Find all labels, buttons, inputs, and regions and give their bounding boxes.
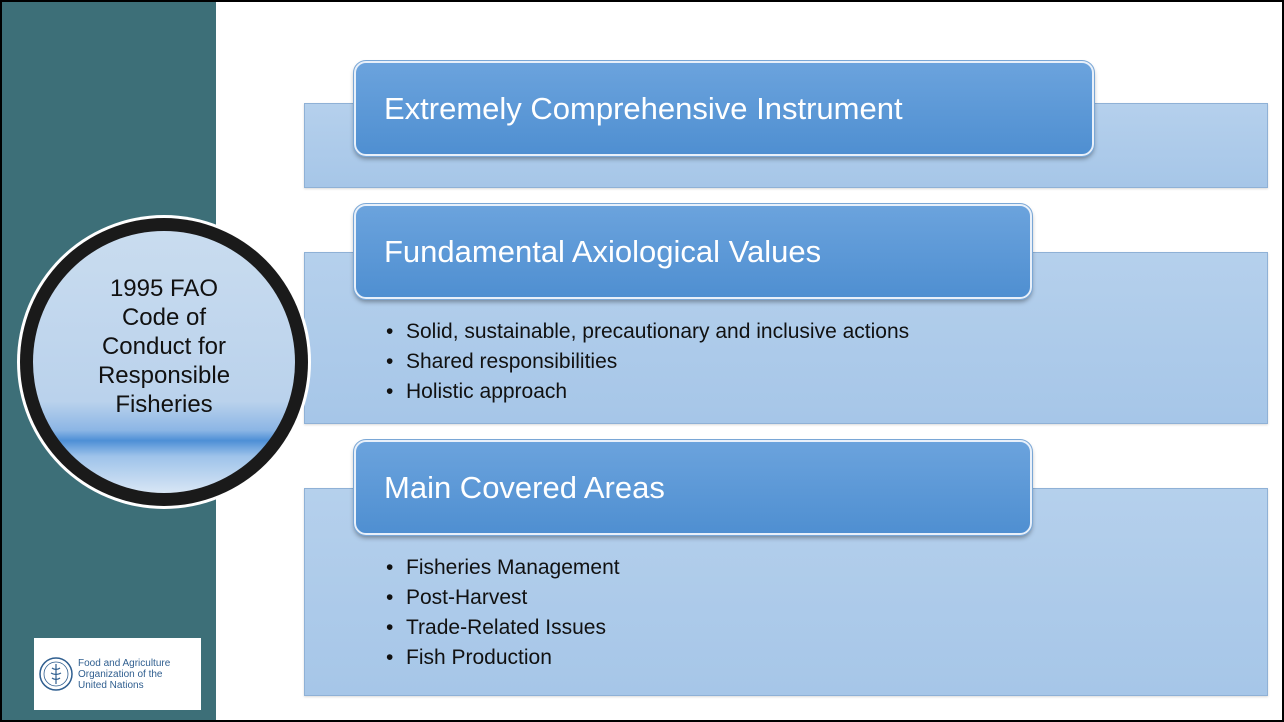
section-title-3: Main Covered Areas — [353, 439, 1033, 536]
logo-caption: Food and Agriculture Organization of the… — [78, 658, 170, 691]
bullet-item: Trade-Related Issues — [386, 613, 620, 643]
central-circle — [33, 231, 295, 493]
bullet-item: Fish Production — [386, 643, 620, 673]
logo-line: United Nations — [78, 679, 144, 691]
logo-line: Organization of the — [78, 668, 163, 680]
fao-emblem-icon — [39, 657, 73, 691]
central-topic-line: Fisheries — [115, 391, 213, 418]
central-topic-label: 1995 FAO Code of Conduct for Responsible… — [33, 274, 295, 419]
central-topic-line: Code of — [121, 304, 207, 331]
central-topic-line: Conduct for — [101, 333, 227, 360]
bullet-item: Post-Harvest — [386, 583, 620, 613]
bullet-item: Solid, sustainable, precautionary and in… — [386, 317, 909, 347]
section-title-1: Extremely Comprehensive Instrument — [353, 60, 1095, 157]
central-topic-line: 1995 FAO — [109, 275, 219, 302]
section-title-2: Fundamental Axiological Values — [353, 203, 1033, 300]
bullet-item: Fisheries Management — [386, 553, 620, 583]
bullet-item: Holistic approach — [386, 377, 909, 407]
section-3-bullet-list: Fisheries Management Post-Harvest Trade-… — [386, 553, 620, 673]
logo-line: Food and Agriculture — [78, 657, 171, 669]
fao-logo: Food and Agriculture Organization of the… — [34, 638, 201, 710]
central-topic-line: Responsible — [97, 362, 231, 389]
section-2-bullet-list: Solid, sustainable, precautionary and in… — [386, 317, 909, 407]
bullet-item: Shared responsibilities — [386, 347, 909, 377]
